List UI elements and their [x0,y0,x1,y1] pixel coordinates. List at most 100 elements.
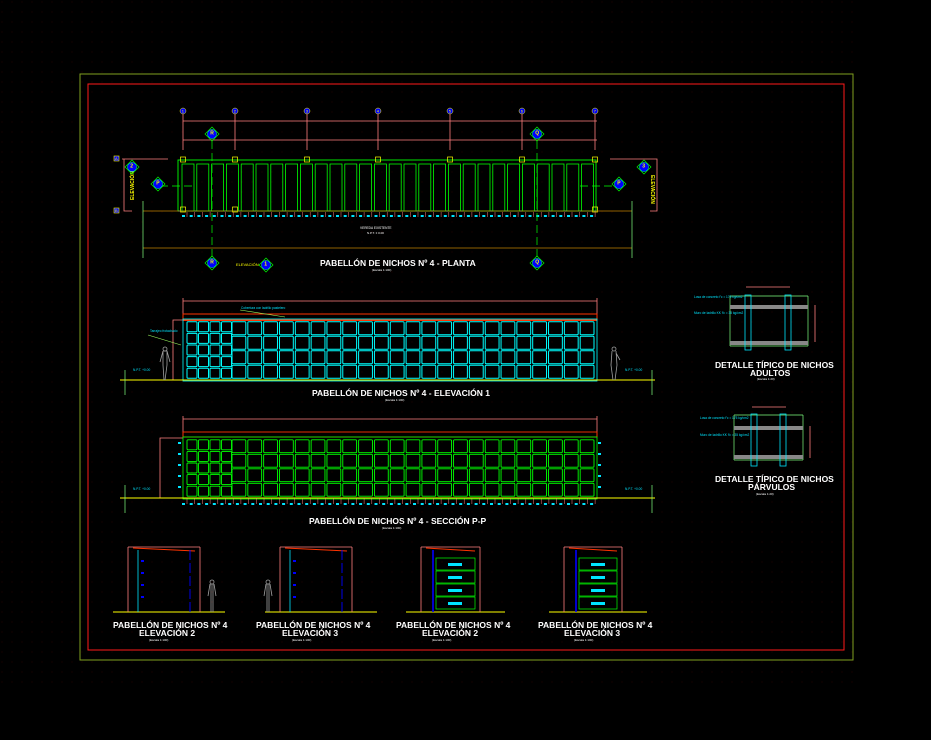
marker-diamond [636,159,652,175]
niche-large [532,364,548,379]
niche-large [579,439,595,454]
niche-large [389,335,405,350]
marker-diamond [529,255,545,271]
dimension-tick [328,503,332,505]
niche-large [532,321,548,336]
niche-label [448,576,462,579]
level-tick [598,475,601,477]
column-marker [180,206,186,213]
dimension-tick [474,503,478,505]
detail-children-note-1: Losa de concreto f'c = 175 kg/cm2 [700,416,749,420]
niche-large [294,335,310,350]
niche-small [221,462,232,474]
niche-large [326,321,342,336]
dimension-tick [559,215,563,217]
dimension-tick [274,215,278,217]
niche-large [373,335,389,350]
dimension-tick [513,503,517,505]
niche-section [435,583,476,597]
niche-large [453,482,468,497]
axis-bubble-icon [179,107,187,115]
niche-large [278,335,294,350]
dimension-tick [297,503,301,505]
dimension-tick [328,215,332,217]
niche-large [310,335,326,350]
dimension-tick [351,503,355,505]
dimension-tick [343,503,347,505]
niche-small [186,474,198,486]
dimension-tick [466,215,470,217]
niche-large [342,364,358,379]
niche-large [278,321,294,336]
niche-large [453,364,468,379]
niche-large [453,453,468,468]
dimension-tick [343,215,347,217]
marker-diamond [150,176,166,192]
niche-large [247,439,263,454]
detail-adults[interactable]: Losa de concreto f'c = 175 kg/cm2 Muro d… [694,286,834,381]
section-pp-view[interactable]: N.P.T. +0.00 N.P.T. +0.00 PABELLÓN DE NI… [120,416,655,530]
niche-large [263,321,278,336]
dimension-tick [567,215,570,217]
column-marker [232,156,238,163]
detail-adults-title-1: DETALLE TÍPICO DE NICHOS [715,360,834,370]
marker-diamond [124,159,140,175]
elevation-1-title: PABELLÓN DE NICHOS Nº 4 - ELEVACIÓN 1 [312,387,490,398]
niche-large [342,335,358,350]
niche-label [591,576,605,579]
section-scale: (Escala 1:100) [382,526,401,530]
niche-block-outline [182,436,598,500]
niche-large [516,468,532,483]
section-title: PABELLÓN DE NICHOS Nº 4 - SECCIÓN P-P [309,515,487,526]
niche-large [500,335,516,350]
niche-label [591,563,605,566]
niche-large [405,350,421,365]
dimension-tick [590,215,594,217]
niche-small [186,356,198,368]
niche-large [358,350,373,365]
niche-large [405,468,421,483]
niche-large [548,482,563,497]
niche-large [389,321,405,336]
niche-large [468,350,484,365]
niche-large [342,321,358,336]
niche-large [468,439,484,454]
niche-large [468,468,484,483]
niche-large [373,364,389,379]
niche-marker [293,572,296,574]
dimension-tick [251,215,255,217]
dimension-tick [212,503,216,505]
section-marker-icon: R [204,255,220,271]
niche-large [294,364,310,379]
niche-large [310,364,326,379]
niche-large [563,364,579,379]
niche-large [373,350,389,365]
niche-small [221,344,232,356]
niche-large [500,439,516,454]
axis-bubble-icon [303,107,311,115]
niche-label [448,589,462,592]
niche-large [437,482,453,497]
niche-large [579,321,595,336]
dimension-tick [428,215,432,217]
dimension-tick [197,215,201,217]
niche-large [263,468,278,483]
section-marker-icon: 3 [636,159,652,175]
niche-large [532,439,547,454]
elevation-marker-label: ELEVACIÓN [236,262,259,267]
detail-children[interactable]: Losa de concreto f'c = 175 kg/cm2 Muro d… [700,406,834,496]
niche-large [405,439,421,454]
dimension-tick [451,215,455,217]
marker-diamond [204,255,220,271]
dimension-tick [397,503,401,505]
plan-scale: (Escala 1:100) [372,268,391,272]
elevation-1-view[interactable]: Cobertura con ladrillo pastelero Tarraje… [120,298,655,402]
niche-section [578,557,618,571]
niche-large [516,350,532,365]
